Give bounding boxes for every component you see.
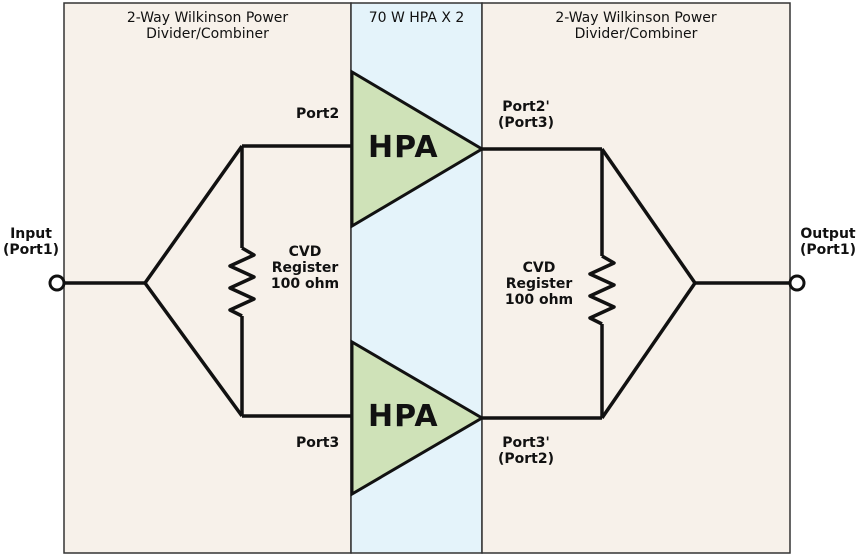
left-divider-panel — [63, 2, 352, 554]
middle-panel-header: 70 W HPA X 2 — [368, 10, 465, 26]
hpa-top-triangle — [350, 69, 485, 229]
port2-prime-label: Port2' (Port3) — [497, 99, 554, 132]
right-combiner-panel — [481, 2, 791, 554]
hpa-top-label: HPA — [368, 130, 439, 165]
left-resistor-zigzag — [228, 246, 256, 318]
left-lower-branch — [143, 281, 244, 418]
port3-prime-label: Port3' (Port2) — [497, 435, 554, 468]
hpa-bottom-triangle — [350, 339, 485, 497]
output-port-terminal — [788, 274, 806, 292]
port3-label: Port3 — [296, 435, 340, 451]
right-resistor-zigzag — [588, 254, 616, 326]
right-panel-header: 2-Way Wilkinson Power Divider/Combiner — [555, 10, 717, 43]
output-port-label: Output (Port1) — [799, 226, 856, 259]
right-resistor-label: CVD Register 100 ohm — [504, 260, 574, 309]
left-upper-branch — [143, 144, 244, 285]
left-resistor-label: CVD Register 100 ohm — [270, 244, 340, 293]
left-panel-header: 2-Way Wilkinson Power Divider/Combiner — [126, 10, 289, 43]
input-port-label: Input (Port1) — [2, 226, 59, 259]
right-lower-branch — [600, 282, 697, 419]
input-port-terminal — [48, 274, 66, 292]
hpa-bottom-label: HPA — [368, 399, 439, 434]
right-upper-branch — [600, 148, 697, 284]
port2-label: Port2 — [296, 106, 340, 122]
